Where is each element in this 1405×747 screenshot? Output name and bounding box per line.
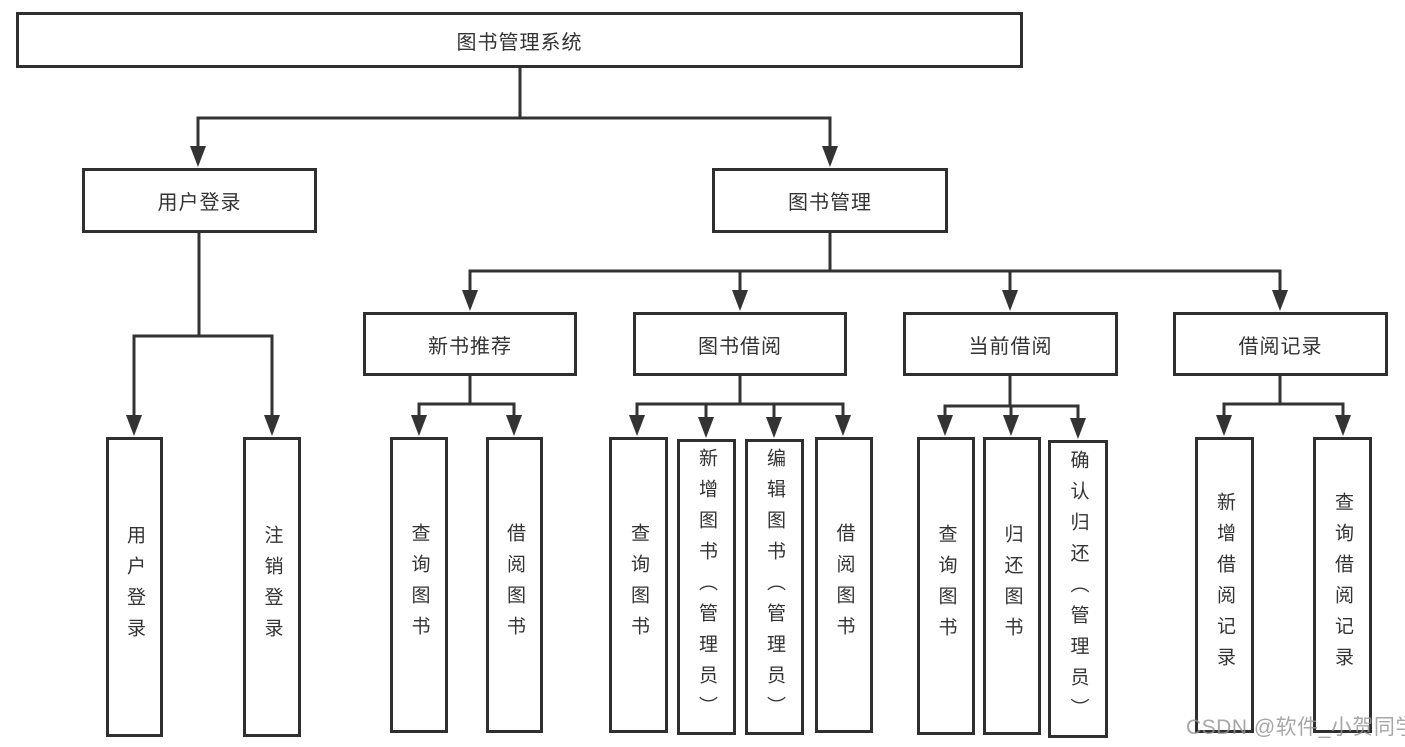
node-book-management: 图书管理 <box>712 168 948 233</box>
leaf-confirm-return-admin-label: 确认归还（管理员） <box>1067 449 1089 729</box>
leaf-logout: 注销登录 <box>243 437 301 737</box>
leaf-edit-book-admin-label: 编辑图书（管理员） <box>764 447 785 727</box>
leaf-add-book-admin-label: 新增图书（管理员） <box>696 447 717 727</box>
leaf-edit-book-admin: 编辑图书（管理员） <box>745 439 804 735</box>
node-new-book-recommend: 新书推荐 <box>363 312 577 376</box>
node-borrow-records: 借阅记录 <box>1173 312 1388 376</box>
node-library-system: 图书管理系统 <box>16 12 1023 68</box>
leaf-borrow-books-2-label: 借阅图书 <box>833 523 855 647</box>
watermark-text: CSDN @软件_小贺同学 <box>1186 716 1405 739</box>
node-current-borrow: 当前借阅 <box>903 312 1118 376</box>
leaf-query-books-1: 查询图书 <box>390 437 448 733</box>
leaf-query-books-1-label: 查询图书 <box>408 523 430 647</box>
leaf-query-borrow-record: 查询借阅记录 <box>1313 437 1372 733</box>
leaf-return-book-label: 归还图书 <box>1001 524 1023 648</box>
leaf-query-borrow-record-label: 查询借阅记录 <box>1332 492 1353 678</box>
leaf-add-book-admin: 新增图书（管理员） <box>677 439 736 735</box>
leaf-borrow-books-2: 借阅图书 <box>815 437 873 733</box>
leaf-borrow-books-1: 借阅图书 <box>486 437 543 733</box>
leaf-query-books-2-label: 查询图书 <box>628 523 649 647</box>
leaf-confirm-return-admin: 确认归还（管理员） <box>1048 440 1108 738</box>
leaf-query-books-3: 查询图书 <box>917 437 975 735</box>
leaf-borrow-books-1-label: 借阅图书 <box>504 523 525 647</box>
leaf-user-login-label: 用户登录 <box>124 525 145 649</box>
node-user-login-branch: 用户登录 <box>82 168 317 233</box>
leaf-return-book: 归还图书 <box>983 437 1041 735</box>
leaf-logout-label: 注销登录 <box>261 525 283 649</box>
leaf-query-books-3-label: 查询图书 <box>935 524 957 648</box>
node-book-borrow: 图书借阅 <box>633 312 847 376</box>
leaf-add-borrow-record-label: 新增借阅记录 <box>1214 492 1235 678</box>
leaf-user-login: 用户登录 <box>106 437 163 737</box>
leaf-query-books-2: 查询图书 <box>609 437 668 733</box>
leaf-add-borrow-record: 新增借阅记录 <box>1195 437 1254 733</box>
